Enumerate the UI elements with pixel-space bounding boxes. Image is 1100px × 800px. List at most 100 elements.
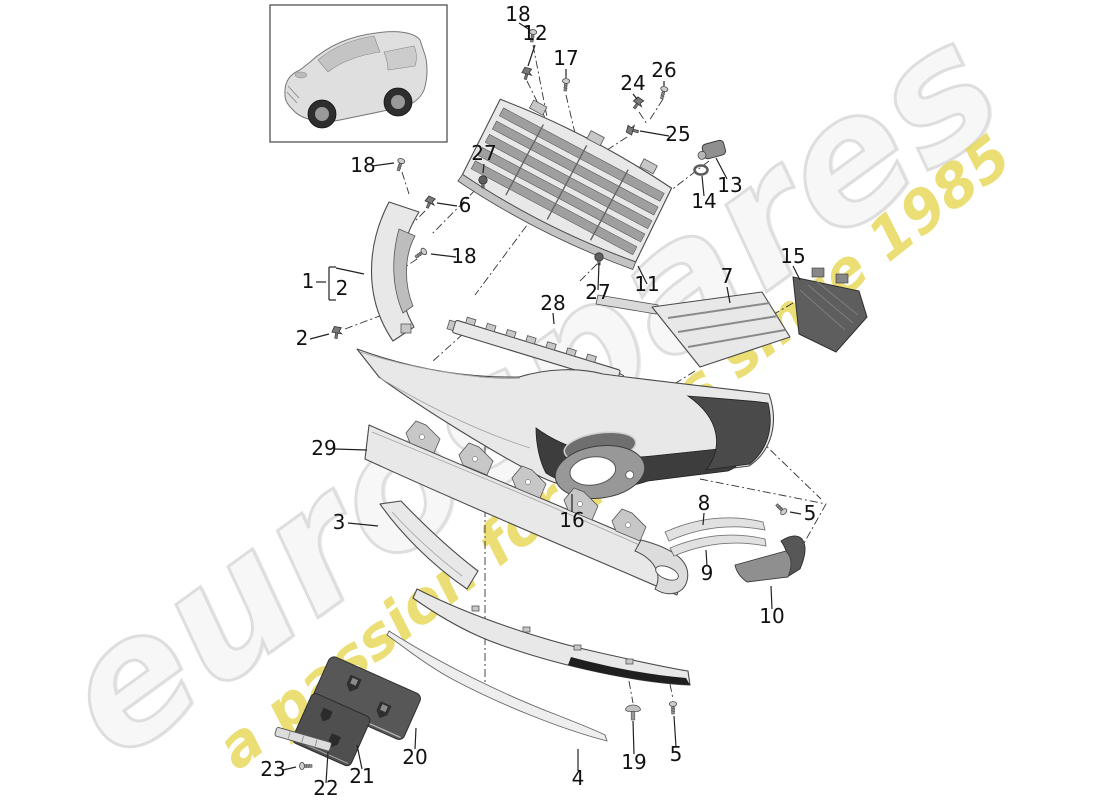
corner-bracket-foot <box>734 550 792 583</box>
leader-line <box>430 253 457 258</box>
impact-strip-tooth <box>485 322 497 333</box>
callout-2-clip: 2 <box>296 326 309 350</box>
part-spoiler-carrier <box>364 420 689 596</box>
spoiler-lip-body <box>412 588 691 686</box>
axis-line <box>639 160 710 215</box>
leader-line <box>333 448 368 451</box>
air-duct-slat <box>677 315 779 333</box>
plate-large-clip-slot <box>350 677 359 686</box>
leader-line <box>632 720 635 755</box>
rivet-19-icon <box>625 704 641 721</box>
leader-line <box>356 744 363 770</box>
carrier-tower <box>405 420 441 454</box>
air-duct-body <box>651 291 791 368</box>
vehicle-side-window <box>383 45 417 71</box>
spoiler-lip-tab <box>625 658 634 665</box>
grille-strut <box>589 169 629 241</box>
part-impact-strip <box>446 316 621 383</box>
axis-line <box>758 438 822 500</box>
callout-25-clip: 25 <box>665 122 690 146</box>
clip-24-icon <box>629 95 646 112</box>
part-corner-bracket <box>734 535 806 583</box>
leader-line <box>639 130 670 137</box>
side-spoiler-line <box>391 511 463 577</box>
leader-line <box>597 262 600 291</box>
plate-small-clip <box>320 707 333 722</box>
leader-line <box>347 522 379 527</box>
impact-strip-tooth <box>525 335 537 345</box>
bumper-top-edge <box>359 351 521 379</box>
side-bracket-clip <box>400 323 412 334</box>
retaining-bracket-tab <box>811 267 825 278</box>
axis-line <box>616 371 645 388</box>
leader-line <box>701 175 705 197</box>
screw-26-icon <box>657 85 669 101</box>
axis-line <box>432 333 464 362</box>
screw-23-icon <box>299 762 313 770</box>
retaining-bracket-hatch <box>815 280 859 316</box>
leader-line <box>637 265 648 285</box>
spoiler-lip-dark-edge <box>568 657 690 685</box>
grille-slat <box>477 147 646 243</box>
leader-line <box>335 267 365 275</box>
callout-22-strip: 22 <box>313 776 338 800</box>
vehicle-grille-line <box>286 91 298 104</box>
tower-hole <box>577 501 583 507</box>
vehicle-headlight <box>294 71 308 79</box>
air-duct-slat <box>667 302 771 319</box>
callout-23-screw: 23 <box>260 757 285 781</box>
impact-strip-tooth <box>565 347 577 357</box>
part-fog-bezel <box>554 445 646 499</box>
spoiler-lip-tab <box>522 626 531 633</box>
impact-strip-end-hook <box>446 319 456 332</box>
leader-line <box>325 751 329 784</box>
leader-line <box>414 727 417 750</box>
callout-9-film-lower: 9 <box>701 561 714 585</box>
callout-16-fog-bezel: 16 <box>559 508 584 532</box>
callout-17-screw: 17 <box>553 46 578 70</box>
callout-11-grille: 11 <box>634 272 659 296</box>
callout-6-clip: 6 <box>459 193 472 217</box>
leader-line <box>726 286 731 304</box>
axis-line <box>628 680 634 704</box>
leader-line <box>715 157 728 180</box>
mounting-strip-tick <box>301 735 305 743</box>
bumper-crease <box>379 377 531 449</box>
callout-19-rivet: 19 <box>621 750 646 774</box>
carrier-strap-slot <box>655 565 679 581</box>
leader-line <box>789 511 802 515</box>
leader-line <box>705 549 708 567</box>
grille-slat <box>484 134 653 230</box>
tower-hole <box>625 522 631 528</box>
vehicle-windshield <box>317 35 381 73</box>
retaining-bracket-body <box>792 276 868 353</box>
grille-tab <box>528 99 548 116</box>
callout-26-screw: 26 <box>651 58 676 82</box>
callout-27-grille-pin: 27 <box>471 141 496 165</box>
mounting-strip-tick <box>287 731 291 739</box>
spoiler-lip-tab <box>573 644 582 651</box>
grille-lower-lip <box>457 173 637 270</box>
vehicle-rear-rim <box>391 95 405 109</box>
impact-strip-tooth <box>585 353 597 363</box>
air-duct-slat <box>687 329 786 348</box>
callout-5-screw-right: 5 <box>804 501 817 525</box>
callout-13-sensor: 13 <box>717 173 742 197</box>
part-sensor-ring <box>693 164 709 176</box>
callout-29-carrier: 29 <box>311 436 336 460</box>
part-grille <box>457 98 673 270</box>
axis-line <box>532 44 548 118</box>
leader-line <box>436 202 458 207</box>
clip-25-icon <box>625 123 640 137</box>
fog-bezel-opening <box>569 456 617 486</box>
side-spoiler-band <box>379 500 479 590</box>
leader-line <box>702 512 705 526</box>
tower-hole <box>472 456 478 462</box>
leader-line <box>371 162 395 167</box>
leader-line <box>482 163 485 174</box>
carrier-edge <box>371 431 665 557</box>
screw-5-right-icon <box>773 501 789 517</box>
leader-lines <box>282 22 802 784</box>
impact-strip-tooth <box>505 328 517 339</box>
